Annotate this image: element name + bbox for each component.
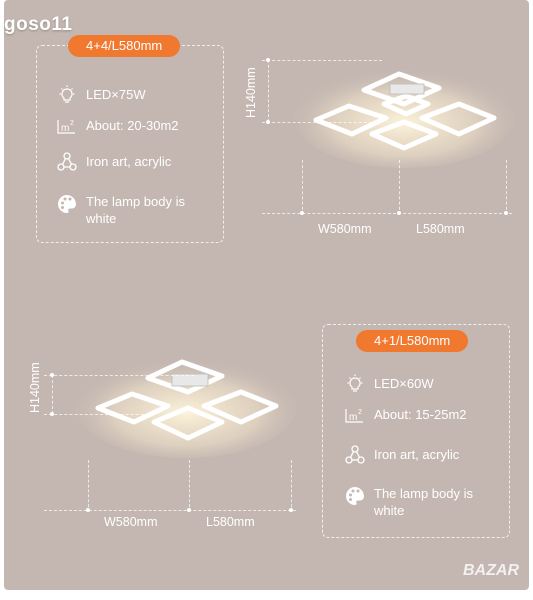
guide-top-b (44, 375, 194, 376)
spec-area-text: About: 20-30m2 (86, 118, 179, 133)
guide-width-a (262, 213, 512, 214)
guide-left-a (302, 160, 303, 215)
guide-height-a (268, 60, 269, 122)
guide-height-b (52, 375, 53, 414)
spec-color-text: The lamp body is white (86, 194, 185, 226)
width-label-b: W580mm (104, 515, 158, 529)
molecule-icon (56, 151, 78, 173)
spec-material-b: Iron art, acrylic (344, 444, 459, 466)
guide-dot (50, 412, 54, 416)
spec-color-b: The lamp body is white (344, 485, 484, 519)
guide-width-b (44, 510, 296, 511)
bulb-icon (344, 373, 366, 395)
guide-mid-b (189, 460, 190, 512)
bulb-icon (56, 84, 78, 106)
guide-bottom-b (44, 414, 154, 415)
spec-material-text: Iron art, acrylic (374, 447, 460, 462)
spec-material-a: Iron art, acrylic (56, 151, 171, 173)
svg-text:m: m (61, 123, 69, 134)
title-badge-b: 4+1/L580mm (356, 330, 469, 352)
guide-dot (86, 508, 90, 512)
svg-text:2: 2 (358, 409, 362, 416)
svg-text:m: m (349, 412, 357, 423)
width-label-a: W580mm (318, 222, 372, 236)
spec-color-text: The lamp body is white (374, 486, 473, 518)
lamp-image-b (76, 358, 296, 458)
guide-dot (397, 211, 401, 215)
spec-power-text: LED×60W (374, 376, 434, 391)
spec-power-a: LED×75W (56, 84, 146, 106)
spec-area-text: About: 15-25m2 (374, 407, 467, 422)
guide-dot (504, 211, 508, 215)
spec-material-text: Iron art, acrylic (86, 154, 172, 169)
lamp-image-a (294, 68, 514, 168)
spec-power-b: LED×60W (344, 373, 434, 395)
spec-box-b (322, 324, 510, 538)
watermark-text: goso11 (4, 14, 73, 35)
height-label-a: H140mm (244, 67, 258, 118)
bazar-logo: BAZAR (463, 562, 519, 579)
guide-dot (289, 508, 293, 512)
guide-left-b (88, 460, 89, 512)
title-badge-a: 4+4/L580mm (68, 35, 181, 57)
palette-icon (56, 193, 78, 215)
spec-power-text: LED×75W (86, 87, 146, 102)
length-label-a: L580mm (416, 222, 465, 236)
guide-mid-a (399, 160, 400, 215)
guide-right-b (291, 460, 292, 512)
guide-bottom-a (262, 122, 372, 123)
guide-dot (266, 120, 270, 124)
guide-dot (187, 508, 191, 512)
length-label-b: L580mm (206, 515, 255, 529)
spec-color-a: The lamp body is white (56, 193, 196, 227)
guide-right-a (506, 160, 507, 215)
guide-top-a (262, 60, 382, 61)
guide-dot (300, 211, 304, 215)
palette-icon (344, 485, 366, 507)
height-label-b: H140mm (28, 362, 42, 413)
svg-text:2: 2 (70, 120, 74, 127)
molecule-icon (344, 444, 366, 466)
